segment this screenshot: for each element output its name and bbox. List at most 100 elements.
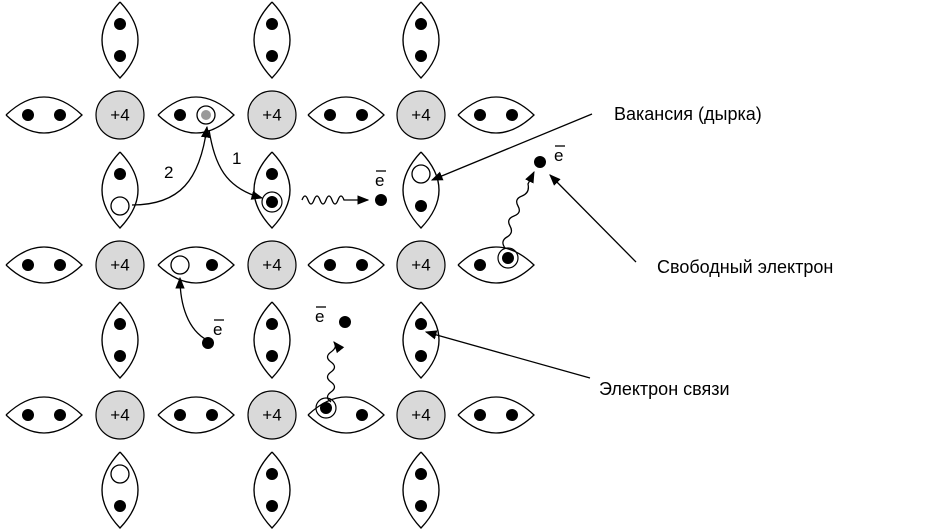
hole <box>170 255 190 275</box>
bond-electron <box>114 50 126 62</box>
excitation-wave-center <box>326 341 345 403</box>
bond-electron <box>324 259 336 271</box>
horizontal-bond <box>457 396 535 434</box>
silicon-atom <box>247 90 297 140</box>
path-2-arrow <box>131 125 211 206</box>
excited-electron <box>320 402 332 414</box>
bond-electron <box>206 409 218 421</box>
silicon-atom <box>95 90 145 140</box>
excited-electron <box>266 196 278 208</box>
horizontal-bond <box>5 396 83 434</box>
free-electron <box>202 337 214 349</box>
bond-electron <box>415 200 427 212</box>
excited-electron-ring <box>315 397 337 419</box>
vertical-bond <box>101 151 139 229</box>
vertical-bond <box>253 451 291 529</box>
vertical-bond <box>253 1 291 79</box>
horizontal-bond <box>457 96 535 134</box>
hole <box>110 464 130 484</box>
hole <box>110 196 130 216</box>
excited-electron-ring <box>497 247 519 269</box>
path-number-2: 2 <box>164 163 173 182</box>
bond-electron <box>356 109 368 121</box>
silicon-atom <box>396 90 446 140</box>
vertical-bond <box>402 151 440 229</box>
free-electron <box>339 316 351 328</box>
bond-electron <box>266 350 278 362</box>
free-electron-pointer <box>549 174 637 263</box>
bond-electron <box>356 409 368 421</box>
vertical-bond <box>101 451 139 529</box>
bond-electron <box>22 259 34 271</box>
electrons <box>22 18 546 512</box>
bond-electron <box>266 50 278 62</box>
bond-electron <box>114 318 126 330</box>
bond-electron <box>506 409 518 421</box>
silicon-atoms: +4+4+4+4+4+4+4+4+4 <box>95 90 446 440</box>
svg-text:e: e <box>213 320 222 339</box>
horizontal-bond <box>157 96 235 134</box>
svg-text:e: e <box>554 146 563 165</box>
atom-charge-label: +4 <box>262 106 281 125</box>
vertical-bond <box>402 451 440 529</box>
bond-electron <box>114 350 126 362</box>
electron-symbol-right: e <box>554 145 565 165</box>
bond-electron <box>415 468 427 480</box>
excited-electron-ring <box>261 191 283 213</box>
bond-electron <box>54 259 66 271</box>
atom-charge-label: +4 <box>262 406 281 425</box>
excited-electron <box>502 252 514 264</box>
free-electron <box>375 194 387 206</box>
horizontal-bond <box>157 246 235 284</box>
horizontal-bond <box>5 246 83 284</box>
path-number-1: 1 <box>232 149 241 168</box>
vertical-bond <box>101 301 139 379</box>
svg-text:e: e <box>315 307 324 326</box>
horizontal-bond <box>457 246 535 284</box>
bond-electron <box>474 259 486 271</box>
horizontal-bond <box>157 396 235 434</box>
silicon-atom <box>396 240 446 290</box>
bond-electron <box>266 500 278 512</box>
bond-electron <box>415 18 427 30</box>
bond-electron <box>356 259 368 271</box>
bond-electron <box>324 109 336 121</box>
bond-electron <box>54 409 66 421</box>
atom-charge-label: +4 <box>110 256 129 275</box>
hole-pointer <box>430 113 593 181</box>
bond-electron <box>22 109 34 121</box>
moving-electron <box>201 110 211 120</box>
bond-electron <box>506 109 518 121</box>
bond-electron <box>114 168 126 180</box>
atom-charge-label: +4 <box>262 256 281 275</box>
bond-electron <box>174 409 186 421</box>
bond-electron <box>206 259 218 271</box>
bond-electron <box>415 50 427 62</box>
atom-charge-label: +4 <box>411 256 430 275</box>
vertical-bond <box>402 1 440 79</box>
bond-electron <box>54 109 66 121</box>
excitation-wave-horizontal <box>301 195 370 205</box>
bond-electron <box>474 409 486 421</box>
bond-electron <box>174 109 186 121</box>
silicon-atom <box>95 240 145 290</box>
bond-electron <box>415 350 427 362</box>
vertical-bond <box>101 1 139 79</box>
atom-charge-label: +4 <box>110 106 129 125</box>
bond-electron <box>266 18 278 30</box>
bond-electron-pointer <box>424 330 591 379</box>
bond-electron <box>266 468 278 480</box>
bond-electron-label: Электрон связи <box>599 379 730 399</box>
bond-electron <box>415 500 427 512</box>
horizontal-bond <box>307 246 385 284</box>
bond-electron <box>266 318 278 330</box>
electron-symbol-center: e <box>315 306 326 326</box>
silicon-atom <box>95 390 145 440</box>
vertical-bond <box>402 301 440 379</box>
hole-label: Вакансия (дырка) <box>614 104 762 124</box>
bond-electron <box>474 109 486 121</box>
electron-symbol-left: e <box>213 319 224 339</box>
hole <box>411 164 431 184</box>
free-electron <box>534 156 546 168</box>
